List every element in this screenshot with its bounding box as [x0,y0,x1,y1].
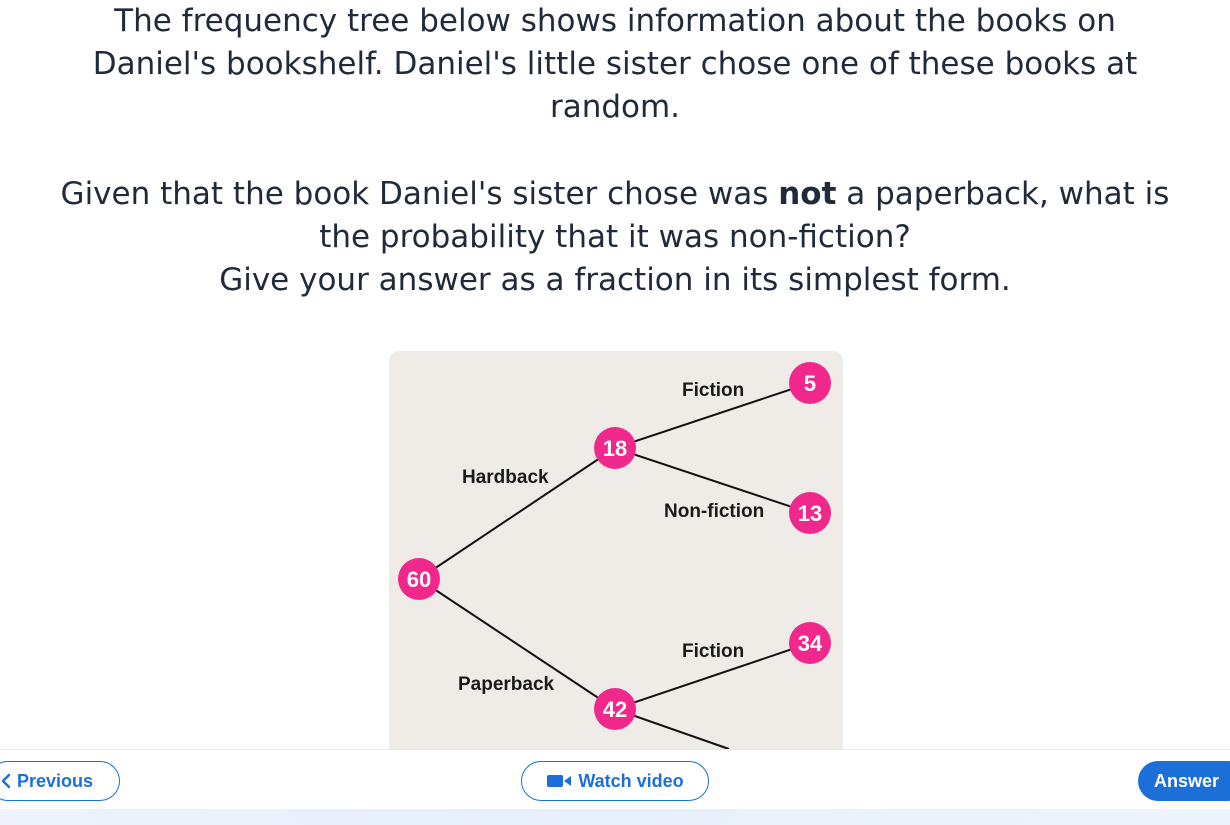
label-paperback: Paperback [458,674,555,695]
label-paperback-fiction: Fiction [682,641,744,662]
node-paperback-fiction-value: 34 [798,631,823,656]
video-camera-icon [546,773,572,789]
label-hardback-fiction: Fiction [682,380,744,401]
branch-hardback-nonfiction [614,447,811,514]
node-hardback-value: 18 [603,436,627,461]
branch-hardback-fiction [614,382,811,449]
node-hardback-fiction-value: 5 [804,371,816,396]
node-root-value: 60 [407,567,431,592]
node-paperback-fiction: 34 [789,622,831,664]
node-hardback-nonfiction: 13 [789,492,831,534]
frequency-tree-diagram: Hardback Paperback Fiction Non-fiction F… [389,351,843,761]
watch-video-button[interactable]: Watch video [521,761,709,801]
question-text-part: Given that the book Daniel's sister chos… [60,176,779,212]
node-paperback-value: 42 [603,697,627,722]
node-hardback-fiction: 5 [789,362,831,404]
question-text: The frequency tree below shows informati… [15,0,1215,302]
label-hardback-nonfiction: Non-fiction [664,501,764,522]
question-emphasis: not [778,176,837,212]
node-hardback: 18 [594,427,636,469]
branch-paperback-fiction [614,642,811,710]
branch-paperback [418,578,616,710]
label-hardback: Hardback [462,467,549,488]
frequency-tree-svg: Hardback Paperback Fiction Non-fiction F… [398,362,831,750]
question-text-part: a paperback, what is [836,176,1170,212]
question-line: random. [549,89,681,125]
branch-hardback [418,447,616,580]
previous-button[interactable]: Previous [0,761,120,801]
node-hardback-nonfiction-value: 13 [798,501,822,526]
footer-shade [0,809,1230,825]
node-root: 60 [398,558,440,600]
node-paperback: 42 [594,688,636,730]
bottom-nav-bar: Previous Watch video Answer [0,749,1230,810]
answer-button-label: Answer [1154,770,1220,791]
question-line: The frequency tree below shows informati… [114,3,1116,39]
question-line: Give your answer as a fraction in its si… [219,262,1011,298]
previous-button-label: Previous [17,770,94,791]
answer-button[interactable]: Answer [1138,761,1230,801]
chevron-left-icon [1,773,11,789]
question-line: Daniel's bookshelf. Daniel's little sist… [92,46,1138,82]
question-line: the probability that it was non-fiction? [319,219,911,255]
question-line: Given that the book Daniel's sister chos… [15,173,1215,216]
watch-video-label: Watch video [578,770,684,791]
